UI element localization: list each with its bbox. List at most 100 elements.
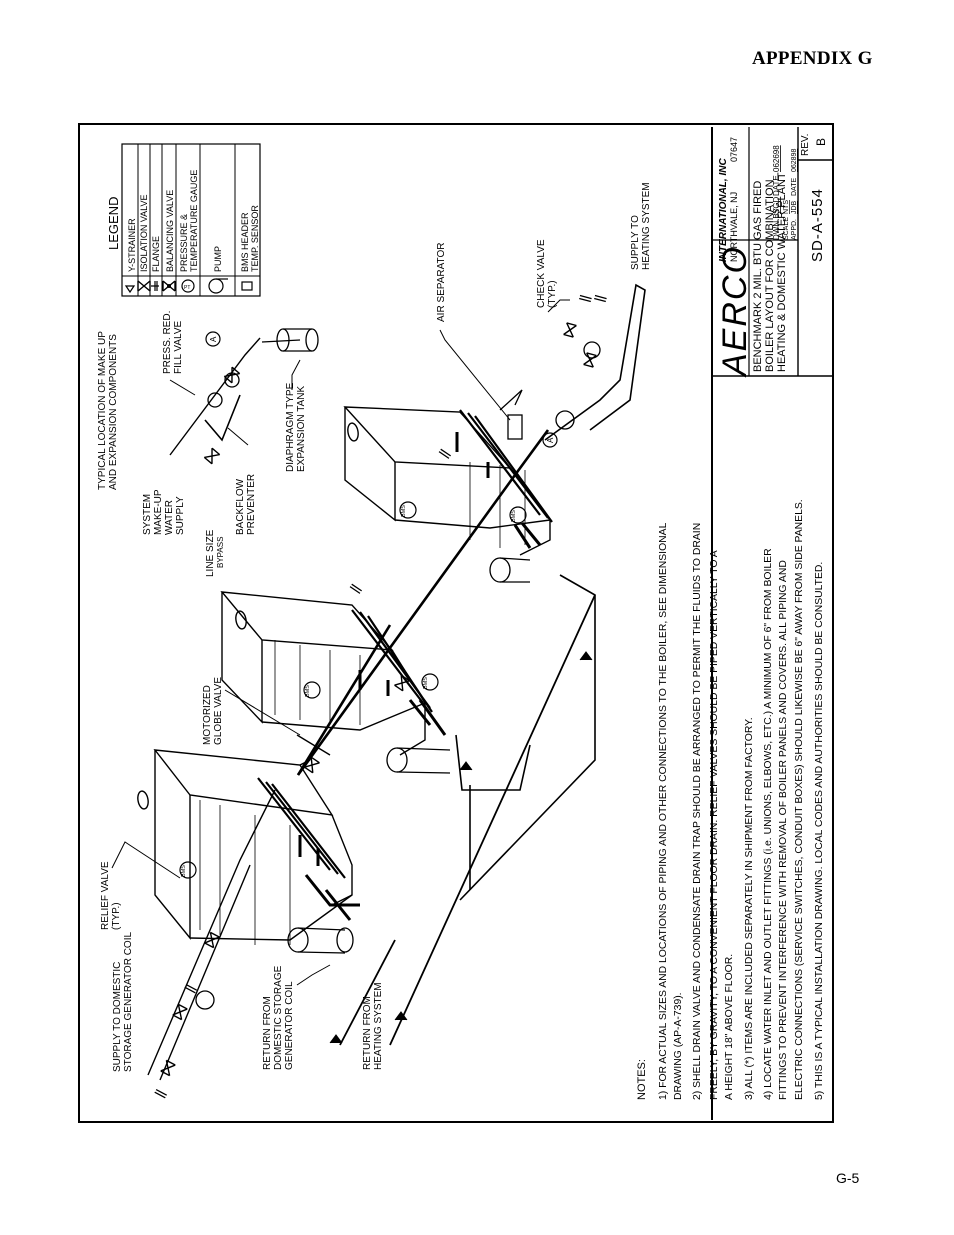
isolation-valve-icon: [137, 280, 151, 292]
label-check-2: (TYP.): [547, 280, 558, 308]
gauge-icon: BMS: [179, 861, 197, 879]
legend-title: LEGEND: [106, 197, 121, 250]
boiler-1: [137, 749, 353, 945]
label-line-size-1: LINE SIZE: [205, 529, 216, 577]
label-makeup-1: SYSTEM: [142, 494, 153, 535]
svg-text:BMS: BMS: [305, 685, 311, 697]
legend-ystrainer: Y-STRAINER: [127, 218, 137, 272]
notes: NOTES: 1) FOR ACTUAL SIZES AND LOCATIONS…: [636, 499, 825, 1100]
page-number: G-5: [836, 1170, 860, 1186]
dwn-date: 062698: [772, 145, 781, 172]
appd-name: JDB: [791, 200, 798, 214]
drawing-title-3: HEATING & DOMESTIC WATER PLANT: [776, 172, 788, 372]
label-check-1: CHECK VALVE: [536, 239, 547, 308]
legend-pump: PUMP: [213, 246, 223, 272]
isolation-valve-icon: [203, 447, 221, 465]
dwn-by-name: SGD: [772, 196, 781, 214]
label-diaphragm-1: DIAPHRAGM TYPE: [285, 382, 296, 472]
label-typical-1: TYPICAL LOCATION OF MAKE UP: [97, 331, 108, 490]
label-backflow-2: PREVENTER: [246, 474, 257, 535]
label-backflow-1: BACKFLOW: [235, 478, 246, 535]
appendix-header: APPENDIX G: [752, 48, 873, 69]
note-line-6: 3) ALL (*) ITEMS ARE INCLUDED SEPARATELY…: [744, 717, 755, 1100]
bms-marks: BMS BMS BMS BMS BMS A A: [179, 331, 558, 879]
note-line-1: 1) FOR ACTUAL SIZES AND LOCATIONS OF PIP…: [658, 522, 669, 1100]
label-return-heating-1: RETURN FROM: [362, 996, 373, 1070]
note-line-2: DRAWING (AP-A-739).: [673, 992, 684, 1100]
label-relief-1: RELIEF VALVE: [100, 861, 111, 930]
label-makeup-2: MAKE-UP: [153, 489, 164, 535]
dwn-date-label: DATE: [772, 175, 781, 196]
label-typical-2: AND EXPANSION COMPONENTS: [108, 334, 119, 490]
svg-text:PT: PT: [184, 285, 190, 291]
gauge-icon: BMS: [399, 501, 417, 519]
label-diaphragm-2: EXPANSION TANK: [296, 386, 307, 472]
svg-text:BMS: BMS: [401, 505, 407, 517]
flange-icon: [593, 294, 608, 303]
label-supply-heating-2: HEATING SYSTEM: [641, 182, 652, 270]
label-return-domestic-2: DOMESTIC STORAGE: [273, 965, 284, 1070]
legend-tempsensor: TEMP. SENSOR: [250, 205, 260, 272]
company-address: NORTHVALE, NJ: [729, 192, 739, 262]
legend-flange: FLANGE: [151, 236, 161, 272]
note-line-9: ELECTRIC CONNECTIONS (SERVICE SWITCHES, …: [794, 499, 805, 1100]
air-separator: [499, 389, 523, 440]
label-return-heating-2: HEATING SYSTEM: [373, 982, 384, 1070]
ystrainer-icon: [124, 285, 136, 294]
callouts: SUPPLY TO DOMESTIC STORAGE GENERATOR COI…: [97, 182, 652, 1072]
note-line-3: 2) SHELL DRAIN VALVE AND CONDENSATE DRAI…: [692, 523, 703, 1100]
note-line-7: 4) LOCATE WATER INLET AND OUTLET FITTING…: [763, 548, 774, 1100]
svg-text:BMS: BMS: [423, 677, 429, 689]
sensor-icon: [241, 281, 253, 291]
appd-date-label: DATE: [791, 178, 798, 196]
gauge-icon: BMS: [421, 673, 439, 691]
return-domestic-leader: [296, 964, 331, 986]
svg-text:BMS: BMS: [511, 510, 517, 522]
label-air-separator: AIR SEPARATOR: [436, 243, 447, 322]
main-piping: [147, 283, 646, 1081]
check-leader: [547, 299, 570, 313]
legend-pressure: PRESSURE &: [179, 214, 189, 272]
legend-bms: BMS HEADER: [240, 212, 250, 272]
dwn-by-label: DWN.BY: [772, 207, 781, 240]
pumps: [195, 341, 601, 1010]
drawing-title-1: BENCHMARK 2 MIL. BTU GAS FIRED: [752, 181, 764, 372]
label-line-size-2: BYPASS: [216, 537, 225, 568]
appd-date: 062898: [791, 149, 798, 172]
drawing-frame: [78, 123, 834, 1123]
appd-label: APPD.: [791, 219, 798, 240]
tank-leader: [291, 359, 301, 390]
press-red-leader: [169, 379, 196, 396]
backflow-leader: [227, 427, 249, 446]
gauge-icon: BMS: [303, 681, 321, 699]
label-return-domestic-1: RETURN FROM: [262, 996, 273, 1070]
drain-traps: [287, 522, 542, 954]
rev-value: B: [814, 138, 828, 146]
notes-title: NOTES:: [636, 1059, 648, 1100]
svg-text:A: A: [546, 437, 555, 443]
label-supply-domestic-1: SUPPLY TO DOMESTIC: [112, 962, 123, 1072]
label-supply-domestic-2: STORAGE GENERATOR COIL: [123, 932, 134, 1072]
gauge-icon: PT: [181, 279, 195, 293]
legend-isolation: ISOLATION VALVE: [139, 194, 149, 272]
company-suffix: INTERNATIONAL, INC: [718, 158, 729, 262]
rev-label: REV.: [800, 134, 811, 156]
label-press-red-1: PRESS. RED.: [162, 311, 173, 374]
pump-icon: [208, 278, 228, 294]
label-relief-2: (TYP.): [111, 902, 122, 930]
boiler-2: [220, 591, 433, 756]
label-makeup-4: SUPPLY: [175, 496, 186, 535]
a-mark-icon: A: [205, 331, 221, 347]
svg-text:BMS: BMS: [181, 865, 187, 877]
note-line-10: 5) THIS IS A TYPICAL INSTALLATION DRAWIN…: [814, 562, 825, 1100]
air-separator-leader: [439, 329, 511, 421]
legend-temperature: TEMPERATURE GAUGE: [189, 170, 199, 272]
isolation-valve-icon: [562, 322, 578, 338]
a-mark-icon: A: [542, 432, 558, 448]
balancing-valve-icon: [162, 280, 176, 292]
flange-icon: [349, 583, 363, 595]
gauge-icon: BMS: [509, 506, 527, 524]
legend: LEGEND Y-STRAINER ISOLATION VALVE FLANGE…: [106, 143, 261, 297]
scale-label: SCALE: [783, 217, 790, 240]
